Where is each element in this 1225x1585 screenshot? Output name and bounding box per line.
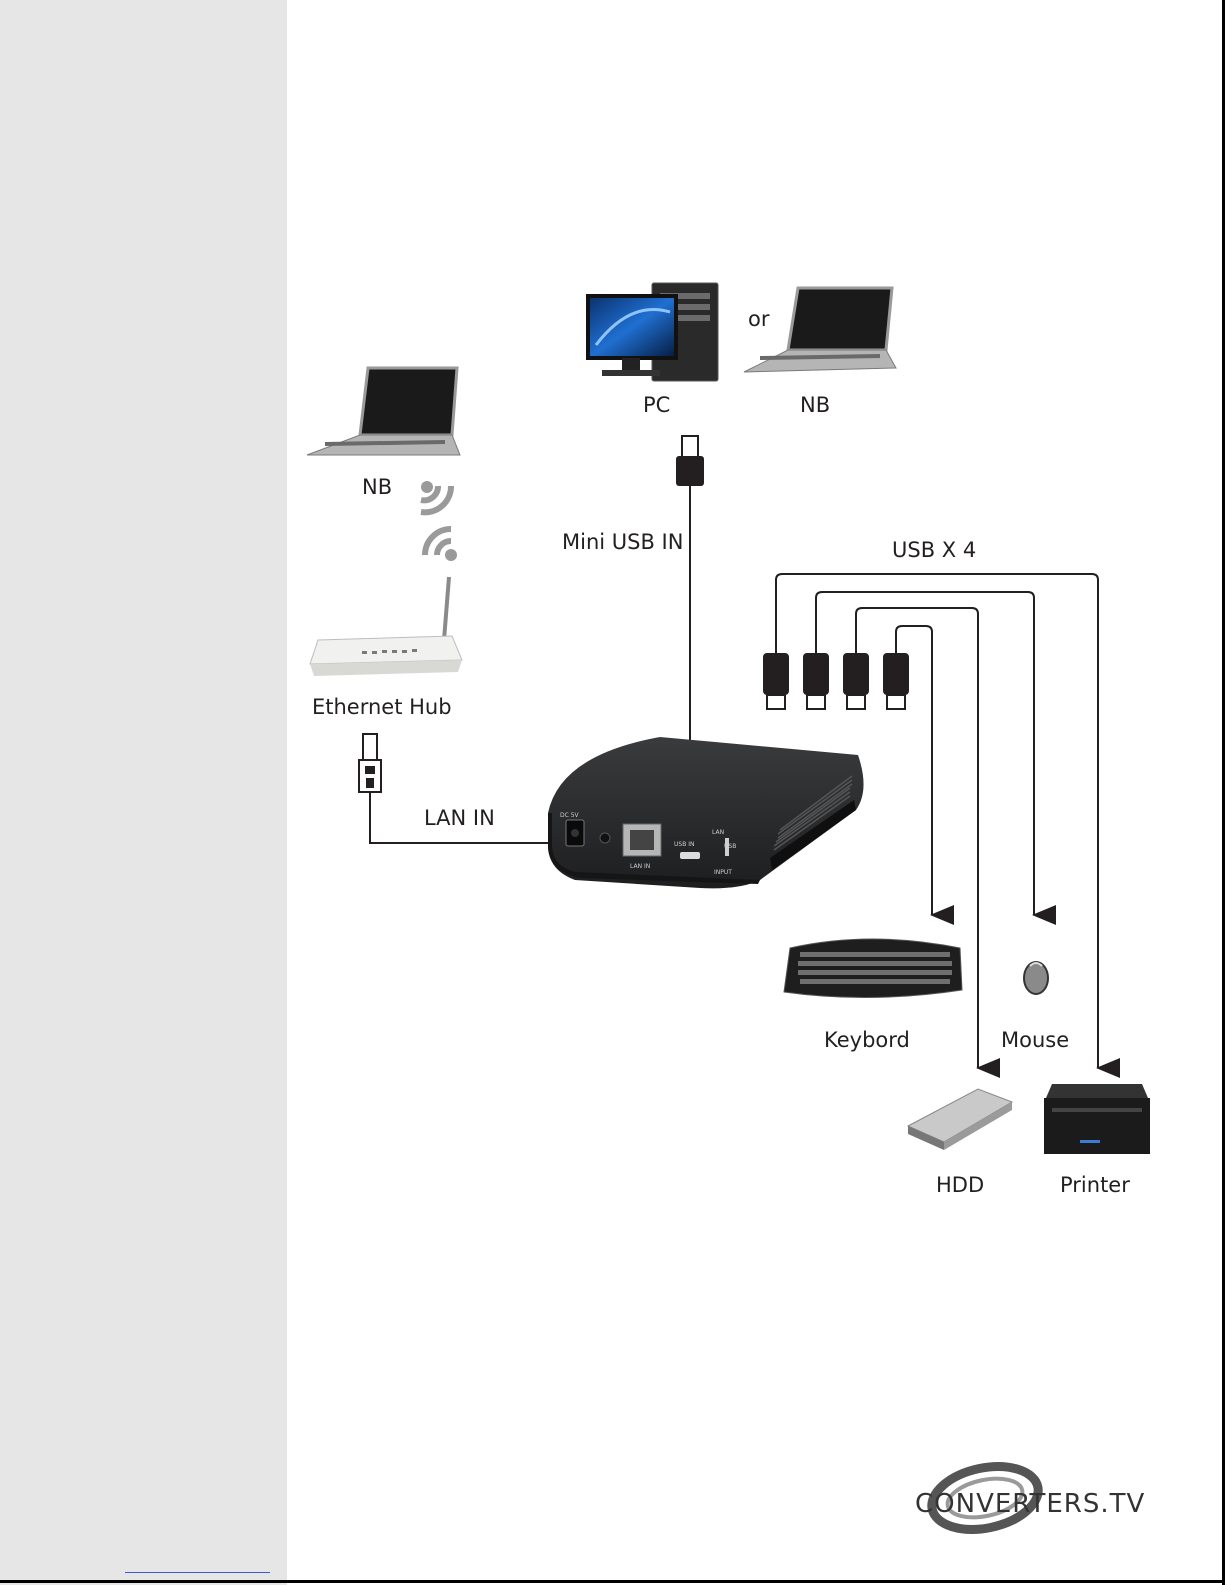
keyboard-label: Keybord	[824, 1028, 910, 1052]
mini-usb-in-label: Mini USB IN	[562, 530, 683, 554]
pc-label: PC	[643, 393, 670, 417]
mouse-icon	[1024, 962, 1048, 994]
wifi-receive-icon	[425, 529, 457, 561]
nb-top-label: NB	[800, 393, 830, 417]
usb-x4-label: USB X 4	[892, 538, 976, 562]
wifi-signal-icon	[421, 481, 451, 512]
printer-icon	[1044, 1084, 1150, 1154]
mini-usb-plug-icon	[676, 436, 704, 486]
usb-plug-3-icon	[843, 653, 869, 709]
network-usb-server-device: DC 5V LAN IN USB IN LAN USB INPUT	[548, 737, 864, 888]
hdd-icon	[908, 1089, 1012, 1150]
port-usb-label: USB	[724, 843, 736, 850]
printer-label: Printer	[1060, 1173, 1130, 1197]
or-label: or	[748, 307, 770, 331]
usb-cable-mouse	[816, 592, 1034, 915]
notebook-left-icon	[307, 368, 460, 455]
ethernet-hub-label: Ethernet Hub	[312, 695, 452, 719]
port-lan-label: LAN	[712, 829, 724, 836]
port-usb-in-label: USB IN	[674, 841, 694, 848]
hdd-label: HDD	[936, 1173, 984, 1197]
port-input-label: INPUT	[714, 869, 732, 876]
usb-plug-4-icon	[883, 653, 909, 709]
ethernet-hub-icon	[310, 577, 462, 676]
nb-left-label: NB	[362, 475, 392, 499]
usb-plug-1-icon	[763, 653, 789, 709]
keyboard-icon	[784, 939, 962, 998]
usb-plug-2-icon	[803, 653, 829, 709]
mouse-label: Mouse	[1001, 1028, 1069, 1052]
converters-tv-logo: CONVERTERS.TV	[915, 1457, 1145, 1538]
logo-text: CONVERTERS.TV	[915, 1489, 1145, 1519]
pc-icon	[588, 283, 718, 381]
lan-in-label: LAN IN	[424, 806, 495, 830]
port-lan-in-label: LAN IN	[630, 863, 650, 870]
usb-cable-hdd	[856, 608, 978, 1068]
rj45-plug-icon	[359, 734, 381, 792]
port-dc-label: DC 5V	[560, 812, 580, 819]
